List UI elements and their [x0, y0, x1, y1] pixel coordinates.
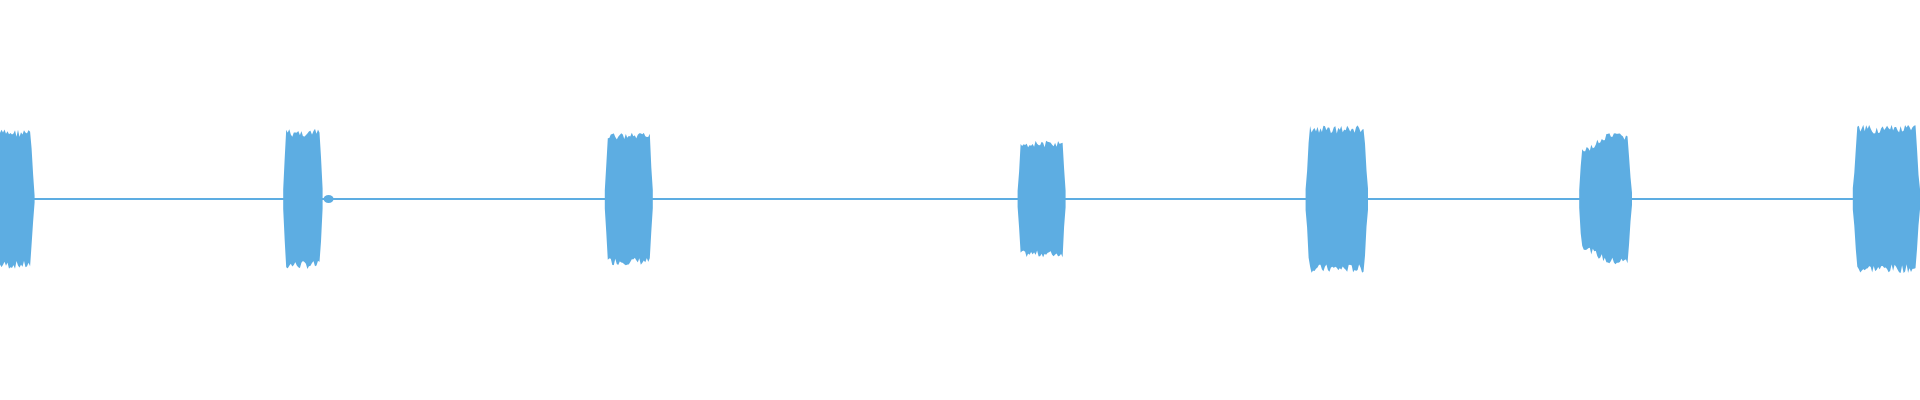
waveform-segment	[1852, 124, 1920, 274]
waveform-segment	[0, 129, 35, 269]
waveform-baseline	[0, 198, 1920, 200]
waveform-segment	[604, 132, 653, 266]
waveform-segment	[1305, 125, 1368, 273]
waveform-blip	[323, 195, 334, 203]
waveform-segment	[1017, 140, 1066, 258]
waveform-segment	[283, 128, 323, 269]
waveform-segment	[1579, 133, 1632, 265]
waveform-track	[0, 124, 1920, 274]
